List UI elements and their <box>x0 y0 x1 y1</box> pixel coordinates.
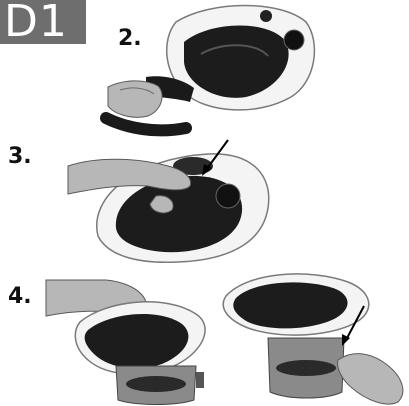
section-tag-label: D1 <box>4 0 68 48</box>
photo-step-2 <box>106 2 316 137</box>
photo-step-4-right <box>218 268 409 406</box>
step-number-4: 4. <box>8 286 32 308</box>
section-tag: D1 <box>0 0 86 44</box>
step-number-3: 3. <box>8 146 32 168</box>
photo-step-4-left <box>46 280 216 406</box>
photo-step-3 <box>68 136 283 266</box>
